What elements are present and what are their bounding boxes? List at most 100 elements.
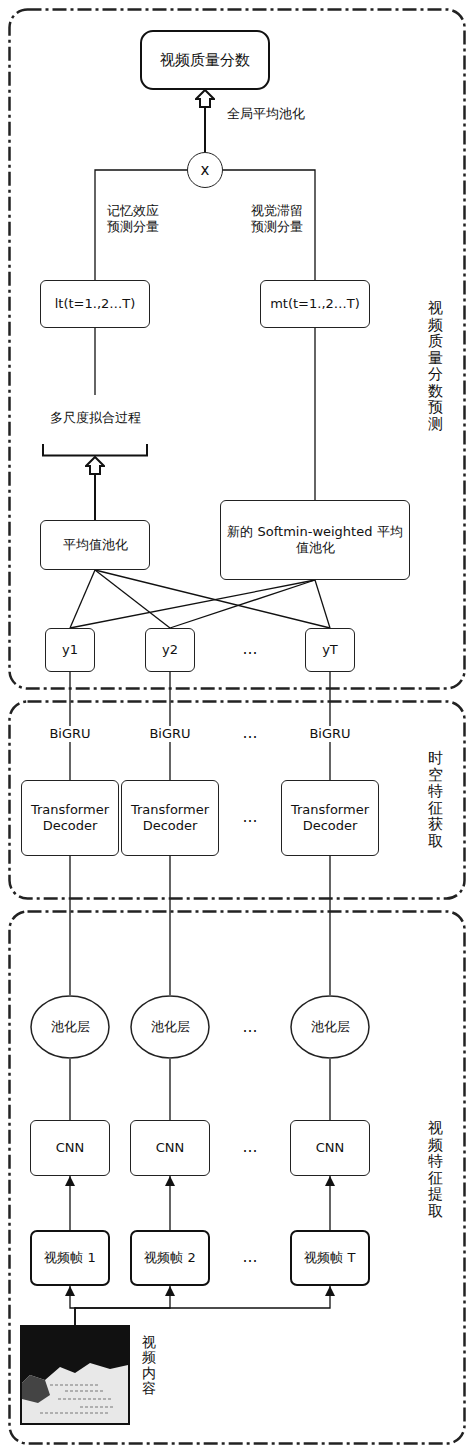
fitting-bracket: 多尺度拟合过程 xyxy=(40,395,150,457)
connector xyxy=(223,170,315,280)
pooling-ellipse: 池化层 xyxy=(130,995,210,1059)
bracket-outline xyxy=(40,395,150,457)
ellipsis: … xyxy=(242,1138,258,1157)
dash-dot-border xyxy=(10,702,465,899)
ellipsis: … xyxy=(242,640,258,659)
node-text: 多尺度拟合过程 xyxy=(50,410,141,426)
decoder-box: Transformer Decoder xyxy=(121,780,219,856)
connector xyxy=(94,328,95,395)
video-content: 视频内容 xyxy=(20,1325,170,1435)
node-text: 视频帧 T xyxy=(304,1250,355,1266)
connector xyxy=(169,1059,170,1120)
frame-box: 视频帧 1 xyxy=(30,1230,110,1286)
connector xyxy=(170,580,315,628)
frame-box: 视频帧 T xyxy=(290,1230,370,1286)
video-thumbnail xyxy=(20,1325,130,1425)
score-box: 视频质量分数 xyxy=(140,30,270,90)
node-text: 视频帧 1 xyxy=(44,1250,95,1266)
section-region: 视频质量分数预测 y1 y2 yT 平均值池化 新的 Softmin-weighted 平… xyxy=(8,8,466,690)
connector xyxy=(94,457,96,520)
node-text: y1 xyxy=(62,642,78,658)
node-text: CNN xyxy=(316,1140,345,1156)
dash-dot-border xyxy=(10,10,465,689)
edge-label: BiGRU xyxy=(306,726,353,742)
connector xyxy=(329,1059,330,1120)
operation-label: 全局平均池化 xyxy=(216,106,316,122)
node-text: x xyxy=(201,161,210,180)
vertical-caption: 视频质量分数预测 xyxy=(428,300,443,432)
ellipse-shape xyxy=(31,996,109,1058)
node-text: Transformer Decoder xyxy=(282,802,378,835)
ellipsis: … xyxy=(242,1248,258,1267)
node-text: CNN xyxy=(156,1140,185,1156)
output-box: yT xyxy=(305,628,355,672)
connector xyxy=(69,1059,70,1120)
cnn-box: CNN xyxy=(290,1120,370,1176)
node-text: y2 xyxy=(162,642,178,658)
thumbnail-frame xyxy=(21,1326,129,1424)
thumbnail-shade xyxy=(22,1375,50,1403)
connector xyxy=(169,856,170,995)
dash-dot-border xyxy=(10,912,465,1444)
node-text: 视频质量分数 xyxy=(160,51,250,70)
thumbnail-streak xyxy=(65,1391,105,1392)
cnn-box: CNN xyxy=(30,1120,110,1176)
ellipsis: … xyxy=(242,808,258,827)
decoder-box: Transformer Decoder xyxy=(21,780,119,856)
thumbnail-dark xyxy=(22,1327,128,1383)
node-text: 池化层 xyxy=(151,1019,190,1035)
pooling-ellipse: 池化层 xyxy=(30,995,110,1059)
ellipse-shape xyxy=(291,996,369,1058)
thumbnail-streak xyxy=(80,1407,115,1408)
pooling-box: 平均值池化 xyxy=(40,520,150,570)
connector xyxy=(70,1286,75,1325)
node-text: lt(t=1.,2…T) xyxy=(55,296,136,312)
vertical-caption: 视频内容 xyxy=(142,1335,156,1397)
node-text: yT xyxy=(322,642,338,658)
connector xyxy=(314,328,315,500)
thumbnail-streak xyxy=(58,1399,113,1400)
node-text: 平均值池化 xyxy=(63,537,128,553)
section-region: 时空特征获取Transformer DecoderTransformer Dec… xyxy=(8,700,466,900)
connector xyxy=(70,570,95,628)
node-text: Transformer Decoder xyxy=(122,802,218,835)
connector xyxy=(75,1286,330,1325)
edge-label: BiGRU xyxy=(146,726,193,742)
node-text: Transformer Decoder xyxy=(22,802,118,835)
node-text: 池化层 xyxy=(51,1019,90,1035)
component-box: lt(t=1.,2…T) xyxy=(40,280,150,328)
ellipsis: … xyxy=(242,724,258,743)
section-region: 视频特征提取视频内容 视频帧 1 视频帧 2 视频帧 T CNN CNN CNN 池化层 池化层… xyxy=(8,910,466,1445)
connector xyxy=(69,1176,70,1230)
pooling-ellipse: 池化层 xyxy=(290,995,370,1059)
connector xyxy=(315,580,330,628)
pooling-box: 新的 Softmin-weighted 平均值池化 xyxy=(220,500,410,580)
output-box: y2 xyxy=(145,628,195,672)
decoder-box: Transformer Decoder xyxy=(281,780,379,856)
node-text: mt(t=1.,2…T) xyxy=(270,296,360,312)
node-text: CNN xyxy=(56,1140,85,1156)
connector xyxy=(69,856,70,995)
component-label: 记忆效应预测分量 xyxy=(103,203,163,236)
connector xyxy=(329,1176,330,1230)
vertical-caption: 视频特征提取 xyxy=(428,1120,443,1219)
node-text: 池化层 xyxy=(311,1019,350,1035)
node-text: 新的 Softmin-weighted 平均值池化 xyxy=(221,524,409,557)
component-box: mt(t=1.,2…T) xyxy=(260,280,370,328)
frame-box: 视频帧 2 xyxy=(130,1230,210,1286)
bracket-shape xyxy=(43,444,147,456)
output-box: y1 xyxy=(45,628,95,672)
edge-label: BiGRU xyxy=(46,726,93,742)
ellipse-shape xyxy=(131,996,209,1058)
section-outline xyxy=(8,8,466,690)
multiply-circle: x xyxy=(187,152,223,188)
connector xyxy=(329,856,330,995)
connector xyxy=(169,1176,170,1230)
ellipsis: … xyxy=(242,1018,258,1037)
connector xyxy=(70,580,315,628)
component-label: 视觉滞留预测分量 xyxy=(247,203,307,236)
connector xyxy=(204,90,206,152)
